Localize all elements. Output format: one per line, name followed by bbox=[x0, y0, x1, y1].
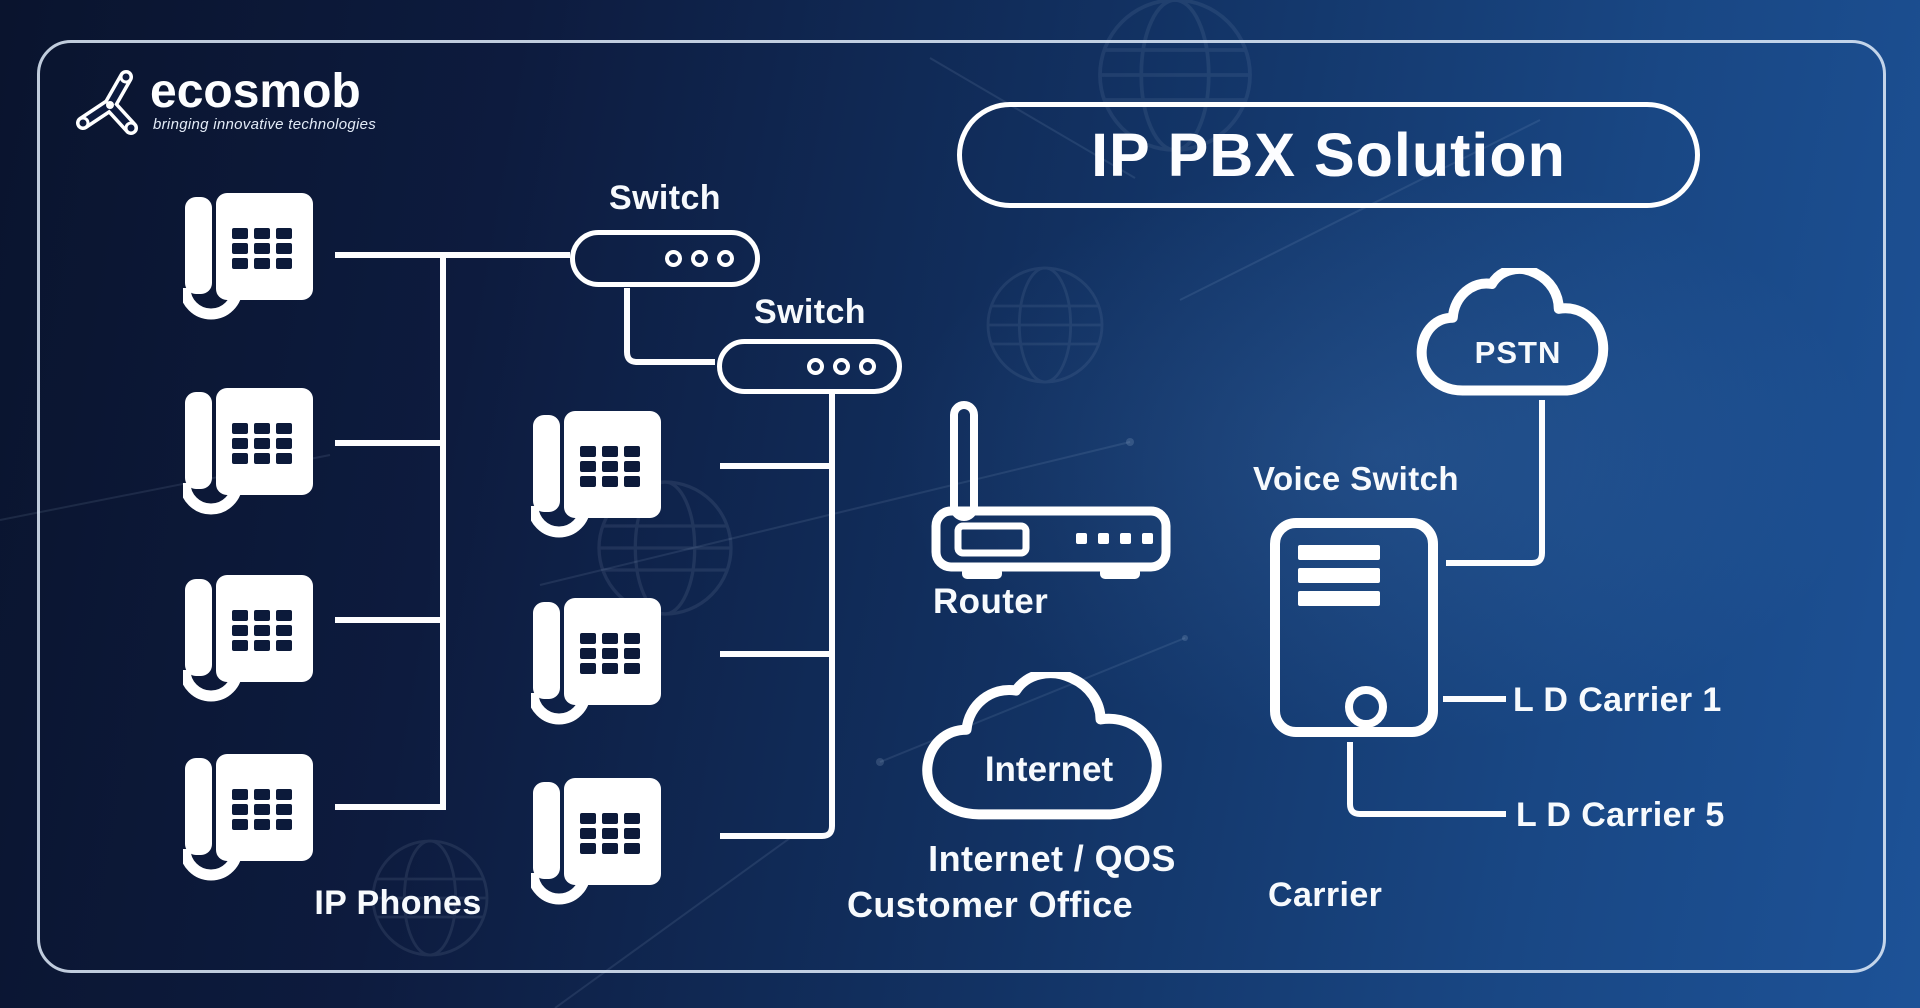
ip-phone-icon bbox=[531, 778, 661, 905]
pstn-cloud-icon bbox=[1412, 268, 1624, 410]
ip-phones-label: IP Phones bbox=[314, 884, 482, 922]
switch-port-dot bbox=[717, 250, 734, 267]
internet-cloud: Internet bbox=[915, 672, 1183, 837]
ip-phone-icon bbox=[183, 193, 313, 320]
router-label: Router bbox=[933, 582, 1049, 621]
internet-cloud-label: Internet bbox=[984, 749, 1114, 789]
constellation-lines bbox=[0, 57, 1541, 1008]
switch-port-dot bbox=[859, 358, 876, 375]
voice-switch-server-icon bbox=[1270, 518, 1438, 737]
logo-name: ecosmob bbox=[150, 65, 361, 118]
switch-port-dot bbox=[807, 358, 824, 375]
frame-border bbox=[37, 40, 1886, 973]
server-power-button bbox=[1345, 686, 1387, 728]
switch-port-dot bbox=[665, 250, 682, 267]
line-server-ld-carrier5 bbox=[1347, 742, 1506, 817]
ip-phone-icon bbox=[531, 598, 661, 725]
switch-icon bbox=[570, 230, 760, 287]
internet-cloud-icon bbox=[915, 672, 1183, 837]
ip-phone-icon bbox=[183, 754, 313, 881]
line-server-pstn bbox=[1446, 400, 1545, 566]
ecosmob-molecule-icon bbox=[76, 70, 138, 135]
server-slot bbox=[1298, 545, 1380, 560]
title-badge: IP PBX Solution bbox=[957, 102, 1700, 208]
internet-qos-label: Internet / QOS bbox=[928, 838, 1176, 879]
ip-phone-icon bbox=[183, 388, 313, 515]
switch-top-label: Switch bbox=[609, 179, 721, 217]
page-title: IP PBX Solution bbox=[1091, 121, 1566, 189]
switch-bottom-label: Switch bbox=[754, 293, 866, 331]
line-switch2-bus bbox=[720, 394, 835, 839]
voice-switch-label: Voice Switch bbox=[1253, 460, 1459, 497]
ld-carrier-1-label: L D Carrier 1 bbox=[1513, 681, 1722, 719]
switch-port-dot bbox=[833, 358, 850, 375]
line-switch1-switch2 bbox=[624, 288, 715, 365]
ip-phone-icon bbox=[531, 411, 661, 538]
carrier-label: Carrier bbox=[1268, 876, 1383, 914]
server-slot bbox=[1298, 568, 1380, 583]
switch-port-dot bbox=[691, 250, 708, 267]
ip-phone-icon bbox=[183, 575, 313, 702]
logo-tagline: bringing innovative technologies bbox=[153, 116, 377, 133]
switch-icon bbox=[717, 339, 902, 394]
pstn-cloud: PSTN bbox=[1412, 268, 1624, 410]
server-slot bbox=[1298, 591, 1380, 606]
router-icon bbox=[931, 401, 1171, 579]
customer-office-label: Customer Office bbox=[846, 884, 1134, 925]
pstn-cloud-label: PSTN bbox=[1474, 334, 1562, 370]
ld-carrier-5-label: L D Carrier 5 bbox=[1516, 796, 1725, 834]
